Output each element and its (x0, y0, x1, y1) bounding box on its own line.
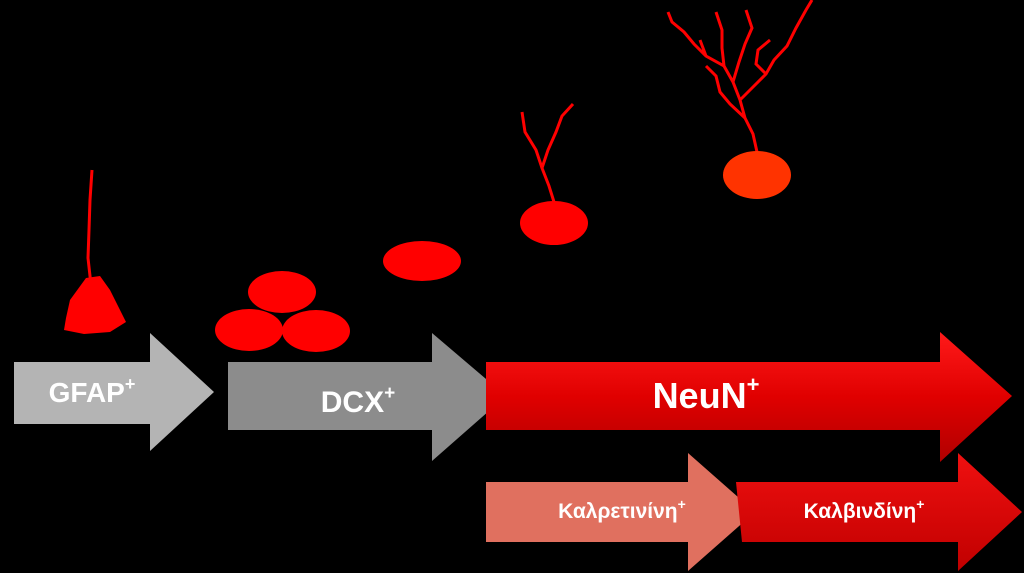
progenitor-cell (282, 310, 350, 352)
stem-cell-icon (64, 169, 126, 334)
calretinin-label: Καλρετινίνη+ (558, 496, 686, 523)
gfap-arrow (14, 333, 214, 451)
stem-cell-body (64, 276, 126, 334)
calbindin-label: Καλβινδίνη+ (804, 496, 925, 523)
immature-neuron-dendrites (520, 102, 575, 203)
mature-neuron-dendrites (666, 0, 814, 153)
immature-neuron-body (520, 201, 588, 245)
stem-cell-process (86, 169, 94, 286)
gfap-label: GFAP+ (49, 374, 136, 408)
mature-neuron-icon (666, 0, 814, 199)
dcx-arrow (228, 333, 506, 461)
immature-neuron-icon (520, 102, 588, 245)
dcx-label: DCX+ (321, 383, 395, 419)
mature-neuron-body (723, 151, 791, 199)
neun-arrow (486, 332, 1012, 462)
progenitor-cell-cluster (215, 271, 350, 352)
calbindin-arrow (736, 453, 1022, 571)
neuroblast-cell (383, 241, 461, 281)
neun-label: NeuN+ (653, 372, 760, 416)
calretinin-arrow (486, 453, 755, 571)
progenitor-cell (248, 271, 316, 313)
progenitor-cell (215, 309, 283, 351)
